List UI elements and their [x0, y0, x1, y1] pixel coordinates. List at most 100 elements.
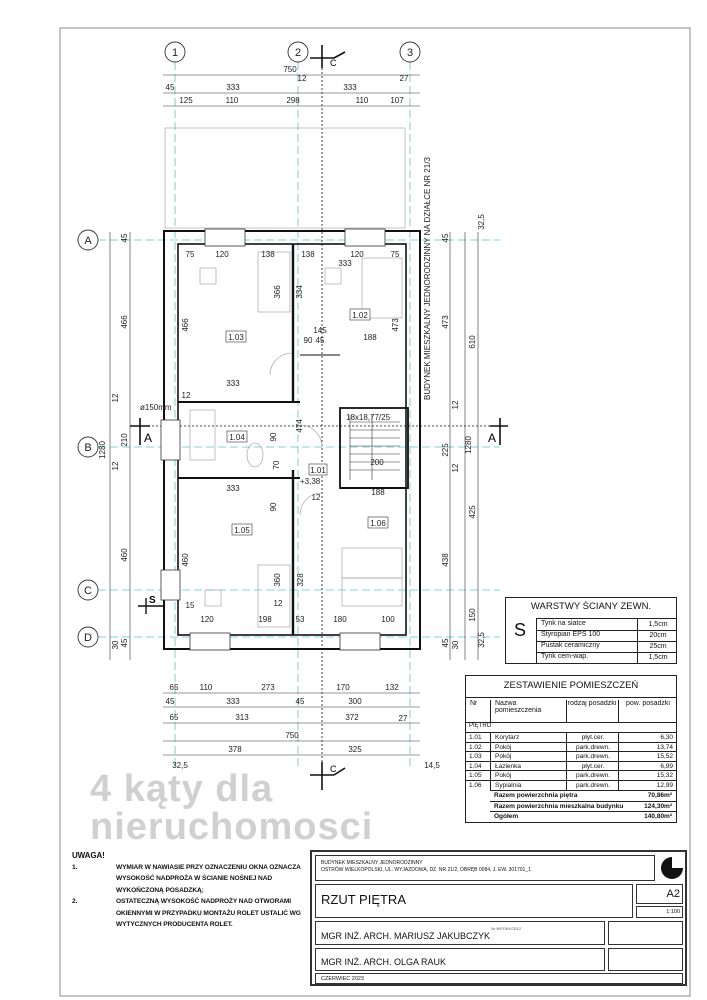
grid-bubble-d — [77, 626, 99, 648]
wall-layer-row: Tynk na siatce 1,5cm — [537, 619, 677, 631]
total-label: Razem powierzchnia piętra — [494, 792, 578, 799]
layer-thickness: 1,5cm — [637, 619, 678, 630]
dimension-label: 1280 — [98, 441, 107, 459]
dimension-label: 150 — [468, 608, 477, 622]
dimension-label: 30 — [111, 640, 120, 649]
project-box: BUDYNEK MIESZKALNY JEDNORODZINNY OSTRÓW … — [315, 855, 655, 881]
layer-name: Pustak ceramiczny — [541, 642, 600, 649]
dimension-label: 125 — [179, 96, 193, 105]
room-labels: 1.03 1.02 1.04 1.05 1.01 1.06 — [225, 308, 389, 536]
dimension-label: 333 — [226, 379, 240, 388]
grid-bubble-1 — [164, 41, 186, 63]
room-label-1-05: 1.05 — [234, 526, 250, 535]
room-floor: park.drewn. — [566, 752, 619, 763]
furniture — [189, 251, 403, 628]
grid-label-2: 2 — [295, 47, 301, 59]
dimension-label: 328 — [296, 573, 305, 587]
dimension-label: 473 — [441, 315, 450, 329]
stairs-note: 18x18,77/25 — [346, 413, 391, 422]
layer-name: Tynk na siatce — [541, 620, 586, 627]
dimension-label: 65 — [170, 713, 179, 722]
dimension-label: 198 — [258, 615, 272, 624]
designer-name: MGR INŻ. ARCH. MARIUSZ JAKUBCZYK — [321, 931, 491, 941]
dimension-label: 474 — [295, 419, 304, 433]
dimension-label: 333 — [343, 83, 357, 92]
dimension-label: 45 — [441, 638, 450, 647]
note-number: 1. — [72, 863, 78, 871]
section-label: PIĘTRO — [469, 723, 492, 729]
dimension-label: 138 — [261, 250, 275, 259]
dimension-label: 12 — [182, 391, 191, 400]
dimension-label: 360 — [273, 573, 282, 587]
dimension-label: 200 — [370, 458, 384, 467]
dimension-label: 372 — [345, 713, 359, 722]
dimension-label: 334 — [295, 285, 304, 299]
dimension-label: 120 — [350, 250, 364, 259]
dimension-label: 225 — [441, 443, 450, 457]
grid-label-a: A — [84, 235, 92, 247]
section-aa-label-left: A — [144, 431, 152, 445]
room-label-1-03: 1.03 — [228, 333, 244, 342]
room-area: 6,99 — [618, 761, 677, 772]
signature-box-2 — [608, 948, 683, 971]
dimension-label: 750 — [285, 731, 299, 740]
layer-name: Tynk cem-wap. — [541, 653, 589, 660]
section-s-marker — [138, 598, 163, 614]
balcony-outline — [164, 127, 406, 229]
dimension-label: 12 — [451, 463, 460, 472]
dimension-label: 466 — [120, 315, 129, 329]
dimension-label: 188 — [371, 488, 385, 497]
plot-note: BUDYNEK MIESZKALNY JEDNORODZINNY NA DZIA… — [423, 157, 432, 400]
scale: 1:100 — [636, 906, 683, 918]
dimension-label: 45 — [166, 83, 175, 92]
dimension-label: 460 — [120, 548, 129, 562]
dimension-label: 325 — [348, 745, 362, 754]
grid-label-1: 1 — [172, 47, 178, 59]
grid-label-b: B — [84, 442, 91, 454]
dimension-label: 75 — [186, 250, 195, 259]
header-area: pow. posadzki — [618, 700, 677, 722]
layer-thickness: 25cm — [637, 641, 678, 652]
room-area: 12,99 — [618, 781, 677, 791]
wall-layers-title: WARSTWY ŚCIANY ZEWN. — [530, 601, 652, 612]
title-block: BUDYNEK MIESZKALNY JEDNORODZINNY OSTRÓW … — [310, 850, 687, 986]
room-nr: 1.01 — [469, 734, 482, 741]
dimension-label: 90 — [269, 432, 278, 441]
room-floor: płyt.cer. — [566, 733, 619, 743]
wall-layer-row: Tynk cem-wap.1,5cm — [537, 652, 677, 664]
dimension-label: 90 — [304, 336, 313, 345]
room-name: Łazienka — [490, 761, 567, 772]
logo-icon — [661, 857, 683, 879]
grid-label-c: C — [84, 585, 92, 597]
total-label: Razem powierzchnia mieszkalna budynku — [494, 802, 624, 810]
project-address: OSTRÓW WIELKOPOLSKI, UL. WYJAZDOWA, DZ. … — [321, 867, 531, 873]
dimension-label: 300 — [348, 697, 362, 706]
notes: UWAGA! 1.WYMIAR W NAWIASIE PRZY OZNACZEN… — [72, 850, 307, 931]
dimension-label: 15 — [186, 601, 195, 610]
section-cc-marker — [310, 45, 346, 790]
header-nr: Nr — [470, 700, 478, 707]
grid-label-d: D — [84, 632, 92, 644]
dimension-label: 120 — [215, 250, 229, 259]
dimension-label: 460 — [181, 553, 190, 567]
dimension-label: 12 — [111, 461, 120, 470]
room-name: Korytarz — [490, 733, 567, 743]
dimension-label: 466 — [181, 318, 190, 332]
layer-name: Styropian EPS 100 — [541, 631, 601, 638]
dimension-label: 378 — [228, 745, 242, 754]
room-nr: 1.03 — [469, 753, 482, 761]
dimension-label: 333 — [338, 259, 352, 268]
room-area: 15,52 — [618, 752, 677, 763]
stairs — [349, 415, 400, 480]
dimension-label: 188 — [363, 333, 377, 342]
